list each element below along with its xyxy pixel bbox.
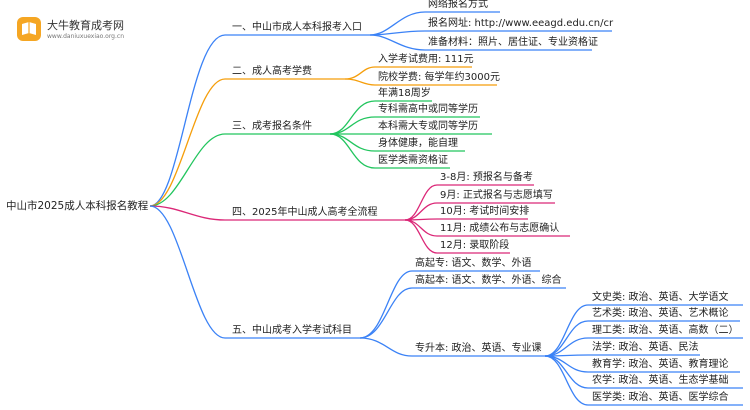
branch-4-label: 四、2025年中山成人高考全流程 <box>232 207 378 218</box>
branch-4-item-4: 11月: 成绩公布与志愿确认 <box>440 223 560 234</box>
branch-3-item-4: 身体健康，能自理 <box>378 138 458 149</box>
branch-2-connectors <box>149 66 497 207</box>
branch-3-label: 三、成考报名条件 <box>232 121 312 132</box>
branch-4-item-3: 10月: 考试时间安排 <box>440 206 530 217</box>
branch-3-item-3: 本科需大专或同等学历 <box>378 121 478 132</box>
branch-1-item-2: 报名网址: http://www.eeagd.edu.cn/cr <box>428 18 614 29</box>
site-logo[interactable]: 大牛教育成考网 www.daniuxuexiao.org.cn <box>16 16 136 46</box>
branch-5-label: 五、中山成考入学考试科目 <box>232 325 352 336</box>
branch-2-item-1: 入学考试费用: 111元 <box>378 54 474 65</box>
branch-2-item-2: 院校学费: 每学年约3000元 <box>378 72 500 83</box>
branch-4-item-1: 3-8月: 预报名与备考 <box>440 172 533 183</box>
branch-5-item-2: 高起本: 语文、数学、外语、综合 <box>415 275 562 286</box>
subject-item-1: 文史类: 政治、英语、大学语文 <box>592 292 729 303</box>
branch-5-connectors <box>149 205 743 406</box>
subject-item-6: 农学: 政治、英语、生态学基础 <box>592 375 729 386</box>
subject-item-5: 教育学: 政治、英语、教育理论 <box>592 359 729 370</box>
mindmap-root: 中山市2025成人本科报名教程 <box>6 200 149 212</box>
branch-3-item-5: 医学类需资格证 <box>378 155 448 166</box>
branch-5-item-1: 高起专: 语文、数学、外语 <box>415 258 532 269</box>
subject-item-3: 理工类: 政治、英语、高数（二） <box>592 325 739 336</box>
logo-title: 大牛教育成考网 <box>47 19 124 32</box>
book-logo-icon <box>17 17 41 41</box>
branch-4-connectors <box>149 184 570 254</box>
branch-3-connectors <box>149 100 492 207</box>
branch-1-connectors <box>149 11 612 207</box>
subject-item-4: 法学: 政治、英语、民法 <box>592 342 699 353</box>
branch-4-item-2: 9月: 正式报名与志愿填写 <box>440 190 553 201</box>
branch-5-item-3: 专升本: 政治、英语、专业课 <box>415 343 542 354</box>
branch-3-item-2: 专科需高中或同等学历 <box>378 104 478 115</box>
subject-item-2: 艺术类: 政治、英语、艺术概论 <box>592 308 729 319</box>
branch-4-item-5: 12月: 录取阶段 <box>440 240 510 251</box>
branch-1-item-3: 准备材料：照片、居住证、专业资格证 <box>428 37 598 48</box>
branch-3-item-1: 年满18周岁 <box>378 88 431 99</box>
logo-url: www.daniuxuexiao.org.cn <box>47 33 124 40</box>
subject-item-7: 医学类: 政治、英语、医学综合 <box>592 392 729 403</box>
branch-2-label: 二、成人高考学费 <box>232 66 312 77</box>
branch-1-item-1: 网络报名方式 <box>428 0 488 10</box>
branch-1-label: 一、中山市成人本科报考入口 <box>232 22 362 33</box>
